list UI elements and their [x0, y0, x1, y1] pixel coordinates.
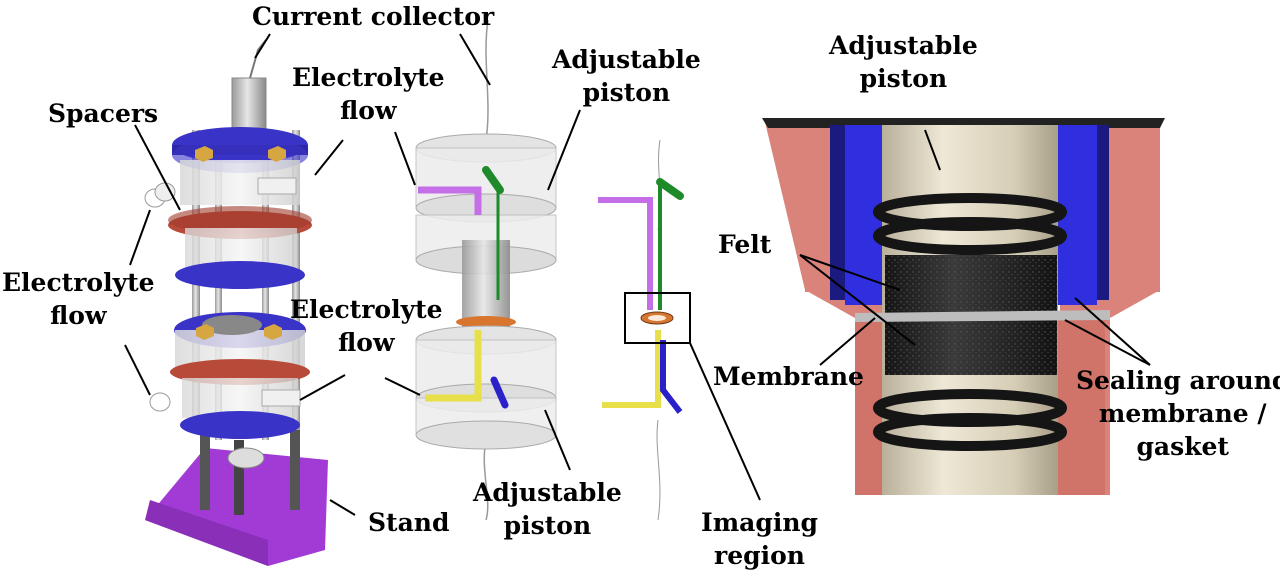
- label-adjustable-piston-bottom-line2: piston: [503, 511, 592, 540]
- label-sealing-line3: gasket: [1136, 432, 1229, 461]
- cross-section-illustration: [762, 118, 1165, 495]
- label-electrolyte-flow-top-line1: Electrolyte: [292, 63, 445, 92]
- label-electrolyte-flow-mid-line2: flow: [338, 328, 395, 357]
- label-electrolyte-flow-mid-line1: Electrolyte: [290, 295, 443, 324]
- label-sealing-line2: membrane /: [1098, 399, 1267, 428]
- label-electrolyte-flow-left-line1: Electrolyte: [2, 268, 155, 297]
- label-electrolyte-flow-top-line2: flow: [340, 96, 397, 125]
- label-adjustable-piston-bottom: Adjustable piston: [473, 476, 622, 542]
- flow-schematic: [598, 139, 691, 521]
- label-felt: Felt: [718, 230, 772, 259]
- assembled-cell-illustration: [144, 39, 328, 566]
- label-spacers: Spacers: [48, 99, 159, 128]
- leader-lines: [124, 33, 1151, 516]
- label-adjustable-piston-right: Adjustable piston: [829, 29, 978, 95]
- label-current-collector: Current collector: [252, 2, 495, 31]
- membrane-layer: [855, 310, 1110, 322]
- label-electrolyte-flow-mid: Electrolyte flow: [290, 293, 443, 359]
- transparent-cell-illustration: [415, 19, 557, 521]
- label-adjustable-piston-top: Adjustable piston: [552, 43, 701, 109]
- imaging-region-box: [624, 292, 691, 344]
- label-electrolyte-flow-top: Electrolyte flow: [292, 61, 445, 127]
- label-imaging-region-line2: region: [714, 541, 805, 570]
- label-adjustable-piston-bottom-line1: Adjustable: [473, 478, 622, 507]
- label-membrane: Membrane: [713, 362, 864, 391]
- label-adjustable-piston-top-line2: piston: [582, 78, 671, 107]
- label-stand: Stand: [368, 508, 450, 537]
- label-imaging-region: Imaging region: [701, 506, 818, 572]
- label-adjustable-piston-top-line1: Adjustable: [552, 45, 701, 74]
- label-imaging-region-line1: Imaging: [701, 508, 818, 537]
- label-sealing-line1: Sealing around: [1076, 366, 1280, 395]
- label-sealing: Sealing around membrane / gasket: [1076, 364, 1280, 463]
- label-adjustable-piston-right-line1: Adjustable: [829, 31, 978, 60]
- label-electrolyte-flow-left: Electrolyte flow: [2, 266, 155, 332]
- label-adjustable-piston-right-line2: piston: [859, 64, 948, 93]
- label-electrolyte-flow-left-line2: flow: [50, 301, 107, 330]
